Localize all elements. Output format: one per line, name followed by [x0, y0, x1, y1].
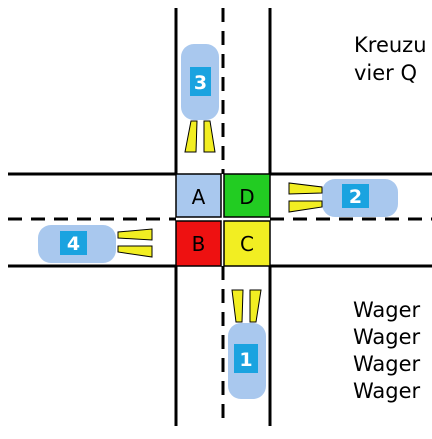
headlight-beam	[117, 245, 153, 258]
road-edges	[8, 8, 432, 426]
headlight-beam	[203, 120, 216, 153]
car-number: 3	[194, 72, 207, 94]
headlight-beam	[184, 120, 198, 153]
headlight-beam	[288, 182, 323, 195]
headlight-beam	[288, 200, 323, 213]
car-4: 4	[38, 225, 153, 263]
headlight-beam	[231, 289, 244, 323]
car-legend-line: Wager	[353, 325, 421, 349]
car-legend-line: Wager	[353, 298, 421, 322]
intro-line: Kreuzu	[354, 33, 427, 57]
quadrant-label: C	[240, 232, 254, 256]
car-1: 1	[228, 289, 266, 399]
headlight-beam	[249, 289, 262, 323]
car-legend-line: Wager	[353, 352, 421, 376]
center-lines	[8, 8, 432, 426]
car-3: 3	[181, 44, 219, 153]
car-2: 2	[288, 179, 398, 217]
quadrant-D: D	[223, 173, 271, 218]
quadrant-B: B	[175, 220, 222, 267]
quadrant-label: B	[192, 232, 206, 256]
car-number: 1	[239, 349, 252, 371]
car-number: 4	[67, 233, 80, 255]
headlight-beam	[117, 228, 153, 241]
quadrant-A: A	[175, 173, 222, 218]
quadrant-label: A	[192, 185, 206, 209]
quadrant-C: C	[223, 220, 271, 267]
intro-line: vier Q	[354, 61, 418, 85]
car-legend-line: Wager	[353, 379, 421, 403]
car-number: 2	[349, 186, 362, 208]
quadrant-label: D	[239, 185, 254, 209]
